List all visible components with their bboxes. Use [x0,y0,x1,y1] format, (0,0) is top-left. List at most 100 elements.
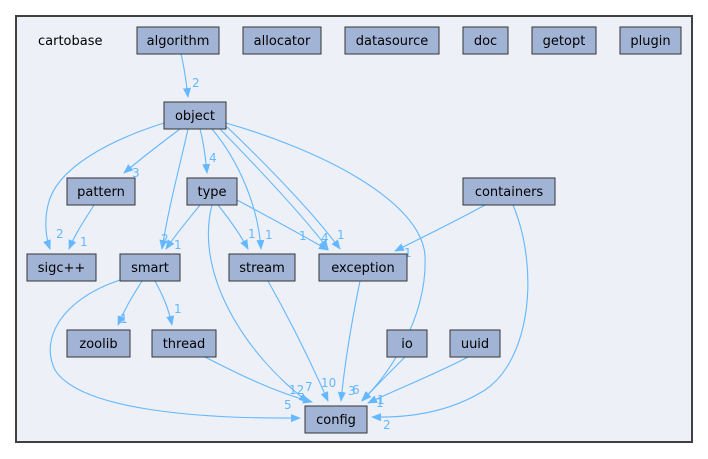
node-type[interactable]: type [186,177,238,206]
node-box-smart[interactable] [119,253,181,282]
node-box-algorithm[interactable] [136,26,220,55]
edge-object-to-type [199,128,211,174]
edge-algorithm-to-object [180,53,191,98]
node-containers[interactable]: containers [462,177,556,206]
edge-label-object-to-smart: 2 [161,232,169,246]
edge-io-to-config [361,356,406,402]
node-label-doc: doc [474,34,497,49]
edge-label-type-to-stream: 1 [248,227,256,241]
node-box-plugin[interactable] [619,26,682,55]
edge-label-object-to-type: 4 [209,151,217,165]
edge-object-to-pattern [123,128,181,174]
edge-label-stream-to-config: 10 [321,376,336,390]
node-box-doc[interactable] [462,26,509,55]
node-plugin[interactable]: plugin [619,26,682,55]
edge-label-type-to-config: 12 [289,383,304,397]
cluster-cartobase [15,15,693,443]
node-config[interactable]: config [304,405,368,434]
edge-smart-to-thread [154,280,175,326]
edge-label-type-to-smart: 1 [174,238,182,252]
node-box-datasource[interactable] [344,26,440,55]
edge-label-object-to-pattern: 3 [132,166,140,180]
node-label-smart: smart [131,261,169,276]
node-label-config: config [316,413,356,428]
node-box-object[interactable] [163,101,227,130]
edge-label-smart-to-config: 5 [284,398,292,412]
node-label-thread: thread [163,337,206,352]
node-box-getopt[interactable] [531,26,597,55]
node-exception[interactable]: exception [318,253,408,282]
node-label-containers: containers [475,185,544,200]
node-box-containers[interactable] [462,177,556,206]
node-label-datasource: datasource [356,34,428,49]
node-smart[interactable]: smart [119,253,181,282]
node-thread[interactable]: thread [151,329,217,358]
node-label-object: object [175,109,215,124]
edge-object-to-stream [211,128,265,250]
edge-label-containers-to-exception: 1 [404,246,412,260]
node-label-plugin: plugin [630,34,670,49]
node-doc[interactable]: doc [462,26,509,55]
edge-smart-to-zoolib [117,280,143,326]
node-box-io[interactable] [386,329,428,358]
node-box-pattern[interactable] [66,177,136,206]
edge-pattern-to-sigc [68,204,95,250]
node-label-allocator: allocator [254,34,311,49]
edge-label-object-to-config: 6 [352,383,360,397]
node-box-type[interactable] [186,177,238,206]
node-box-stream[interactable] [228,253,296,282]
node-label-exception: exception [331,261,395,276]
node-label-type: type [197,185,226,200]
node-io[interactable]: io [386,329,428,358]
edge-label-algorithm-to-object: 2 [192,76,200,90]
node-getopt[interactable]: getopt [531,26,597,55]
node-label-stream: stream [239,261,285,276]
edge-label-containers-to-config: 2 [383,418,391,432]
edge-object-to-exception [224,124,341,250]
cluster-label: cartobase [38,34,103,49]
node-box-thread[interactable] [151,329,217,358]
edge-object-to-smart [159,128,189,250]
node-label-sigc: sigc++ [38,261,86,276]
edge-containers-to-exception [394,204,486,252]
node-box-allocator[interactable] [242,26,322,55]
node-label-pattern: pattern [77,185,125,200]
edge-smart-to-config [49,279,301,423]
node-box-config[interactable] [304,405,368,434]
node-algorithm[interactable]: algorithm [136,26,220,55]
edge-label-smart-to-zoolib: 1 [120,312,128,326]
node-box-uuid[interactable] [449,329,501,358]
node-sigc[interactable]: sigc++ [26,253,97,282]
edge-label-exception-to-config: 3 [348,384,356,398]
edge-label-object-to-exception: 1 [337,228,345,242]
node-label-uuid: uuid [461,337,489,352]
edge-type-to-exception [236,199,329,251]
node-pattern[interactable]: pattern [66,177,136,206]
nodes-layer: algorithm allocator datasource doc getopt plu… [26,26,682,434]
edge-object-to-exception [219,128,329,250]
edge-label-smart-to-thread: 1 [174,302,182,316]
node-object[interactable]: object [163,101,227,130]
edge-type-to-config [207,204,309,403]
node-uuid[interactable]: uuid [449,329,501,358]
edge-label-type-to-exception: 1 [299,229,307,243]
edge-label-io-to-config: 1 [377,393,385,407]
node-label-getopt: getopt [543,34,586,49]
edge-uuid-to-config [367,356,469,404]
edge-label-pattern-to-sigc: 1 [80,235,88,249]
node-label-algorithm: algorithm [147,34,210,49]
node-box-sigc[interactable] [26,253,97,282]
node-datasource[interactable]: datasource [344,26,440,55]
node-stream[interactable]: stream [228,253,296,282]
node-box-exception[interactable] [318,253,408,282]
node-label-io: io [401,337,413,352]
edge-label-object-to-sigc: 2 [56,227,64,241]
node-zoolib[interactable]: zoolib [66,329,131,358]
node-allocator[interactable]: allocator [242,26,322,55]
edge-stream-to-config [267,280,329,402]
edge-containers-to-config [371,204,529,422]
node-box-zoolib[interactable] [66,329,131,358]
edge-thread-to-config [204,356,313,404]
